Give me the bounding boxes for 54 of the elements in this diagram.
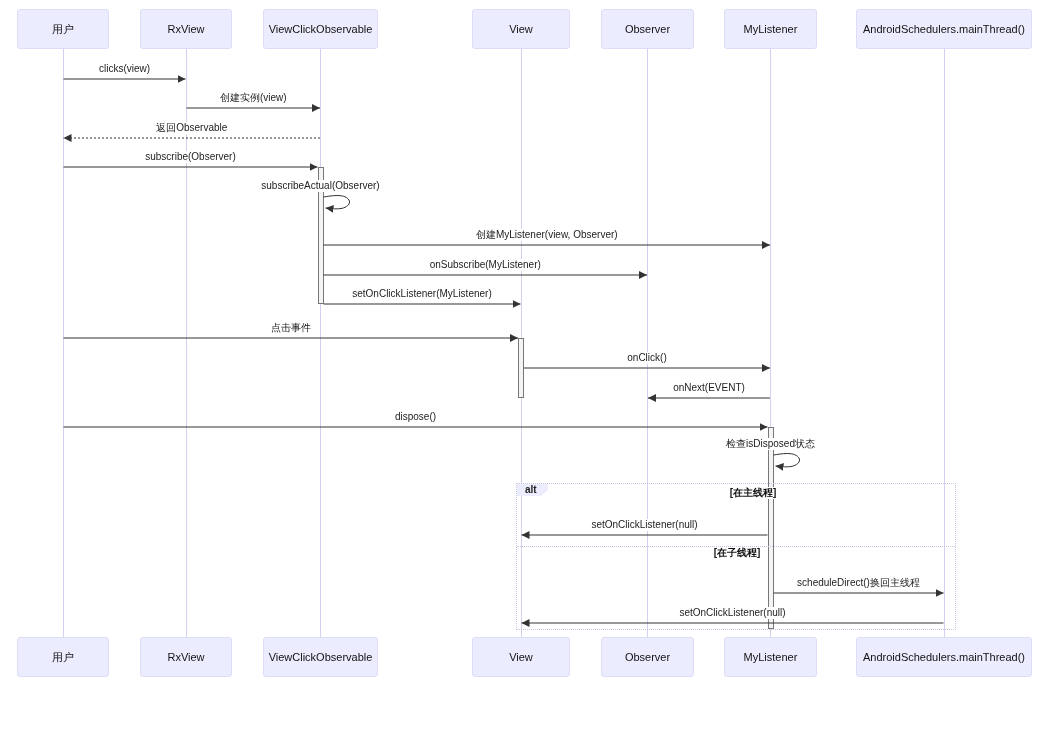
message-label: setOnClickListener(MyListener) [351,288,493,300]
participant-box: MyListener [724,9,817,49]
lifeline [185,49,187,637]
participant-box: ViewClickObservable [263,637,378,677]
message-arrow [773,589,944,597]
message-label: scheduleDirect()换回主线程 [796,577,921,589]
message-label: 返回Observable [155,122,229,134]
message-label: 创建实例(view) [218,92,288,104]
fragment-operator-tab: alt [517,484,548,496]
self-message-arrow [773,453,800,471]
lifeline [770,49,771,637]
participant-box: 用户 [17,9,109,49]
participant-box: View [472,637,570,677]
message-label: 点击事件 [269,322,312,334]
message-label: onClick() [626,352,668,364]
message-arrow [647,394,771,402]
message-label: setOnClickListener(null) [590,519,699,531]
lifeline [62,49,64,637]
message-arrow [521,619,944,627]
message-arrow [323,271,648,279]
message-label: onSubscribe(MyListener) [428,259,542,271]
message-label: dispose() [393,411,438,423]
message-arrow [63,423,768,431]
participant-box: RxView [140,9,232,49]
message-arrow [63,163,318,171]
participant-box: Observer [601,9,694,49]
return-message-arrow [63,134,321,142]
participant-box: Observer [601,637,694,677]
self-message-arrow [323,195,350,213]
message-arrow [521,531,768,539]
participant-box: RxView [140,637,232,677]
message-label: subscribe(Observer) [144,151,237,163]
message-label: subscribeActual(Observer) [260,180,381,192]
message-arrow [63,75,186,83]
message-arrow [323,300,521,308]
participant-box: AndroidSchedulers.mainThread() [856,9,1032,49]
participant-box: 用户 [17,637,109,677]
message-label: clicks(view) [97,63,152,75]
message-arrow [63,334,519,342]
guard-condition: [在主线程] [728,487,778,499]
message-arrow [323,241,771,249]
message-arrow [186,104,321,112]
message-label: setOnClickListener(null) [678,607,787,619]
participant-box: View [472,9,570,49]
lifeline [943,49,945,637]
message-arrow [523,364,771,372]
participant-box: ViewClickObservable [263,9,378,49]
lifeline [320,49,321,637]
message-label: 创建MyListener(view, Observer) [474,229,619,241]
participant-box: MyListener [724,637,817,677]
message-label: onNext(EVENT) [672,382,746,394]
lifeline [647,49,648,637]
message-label: 检查isDisposed状态 [725,438,816,450]
participant-box: AndroidSchedulers.mainThread() [856,637,1032,677]
